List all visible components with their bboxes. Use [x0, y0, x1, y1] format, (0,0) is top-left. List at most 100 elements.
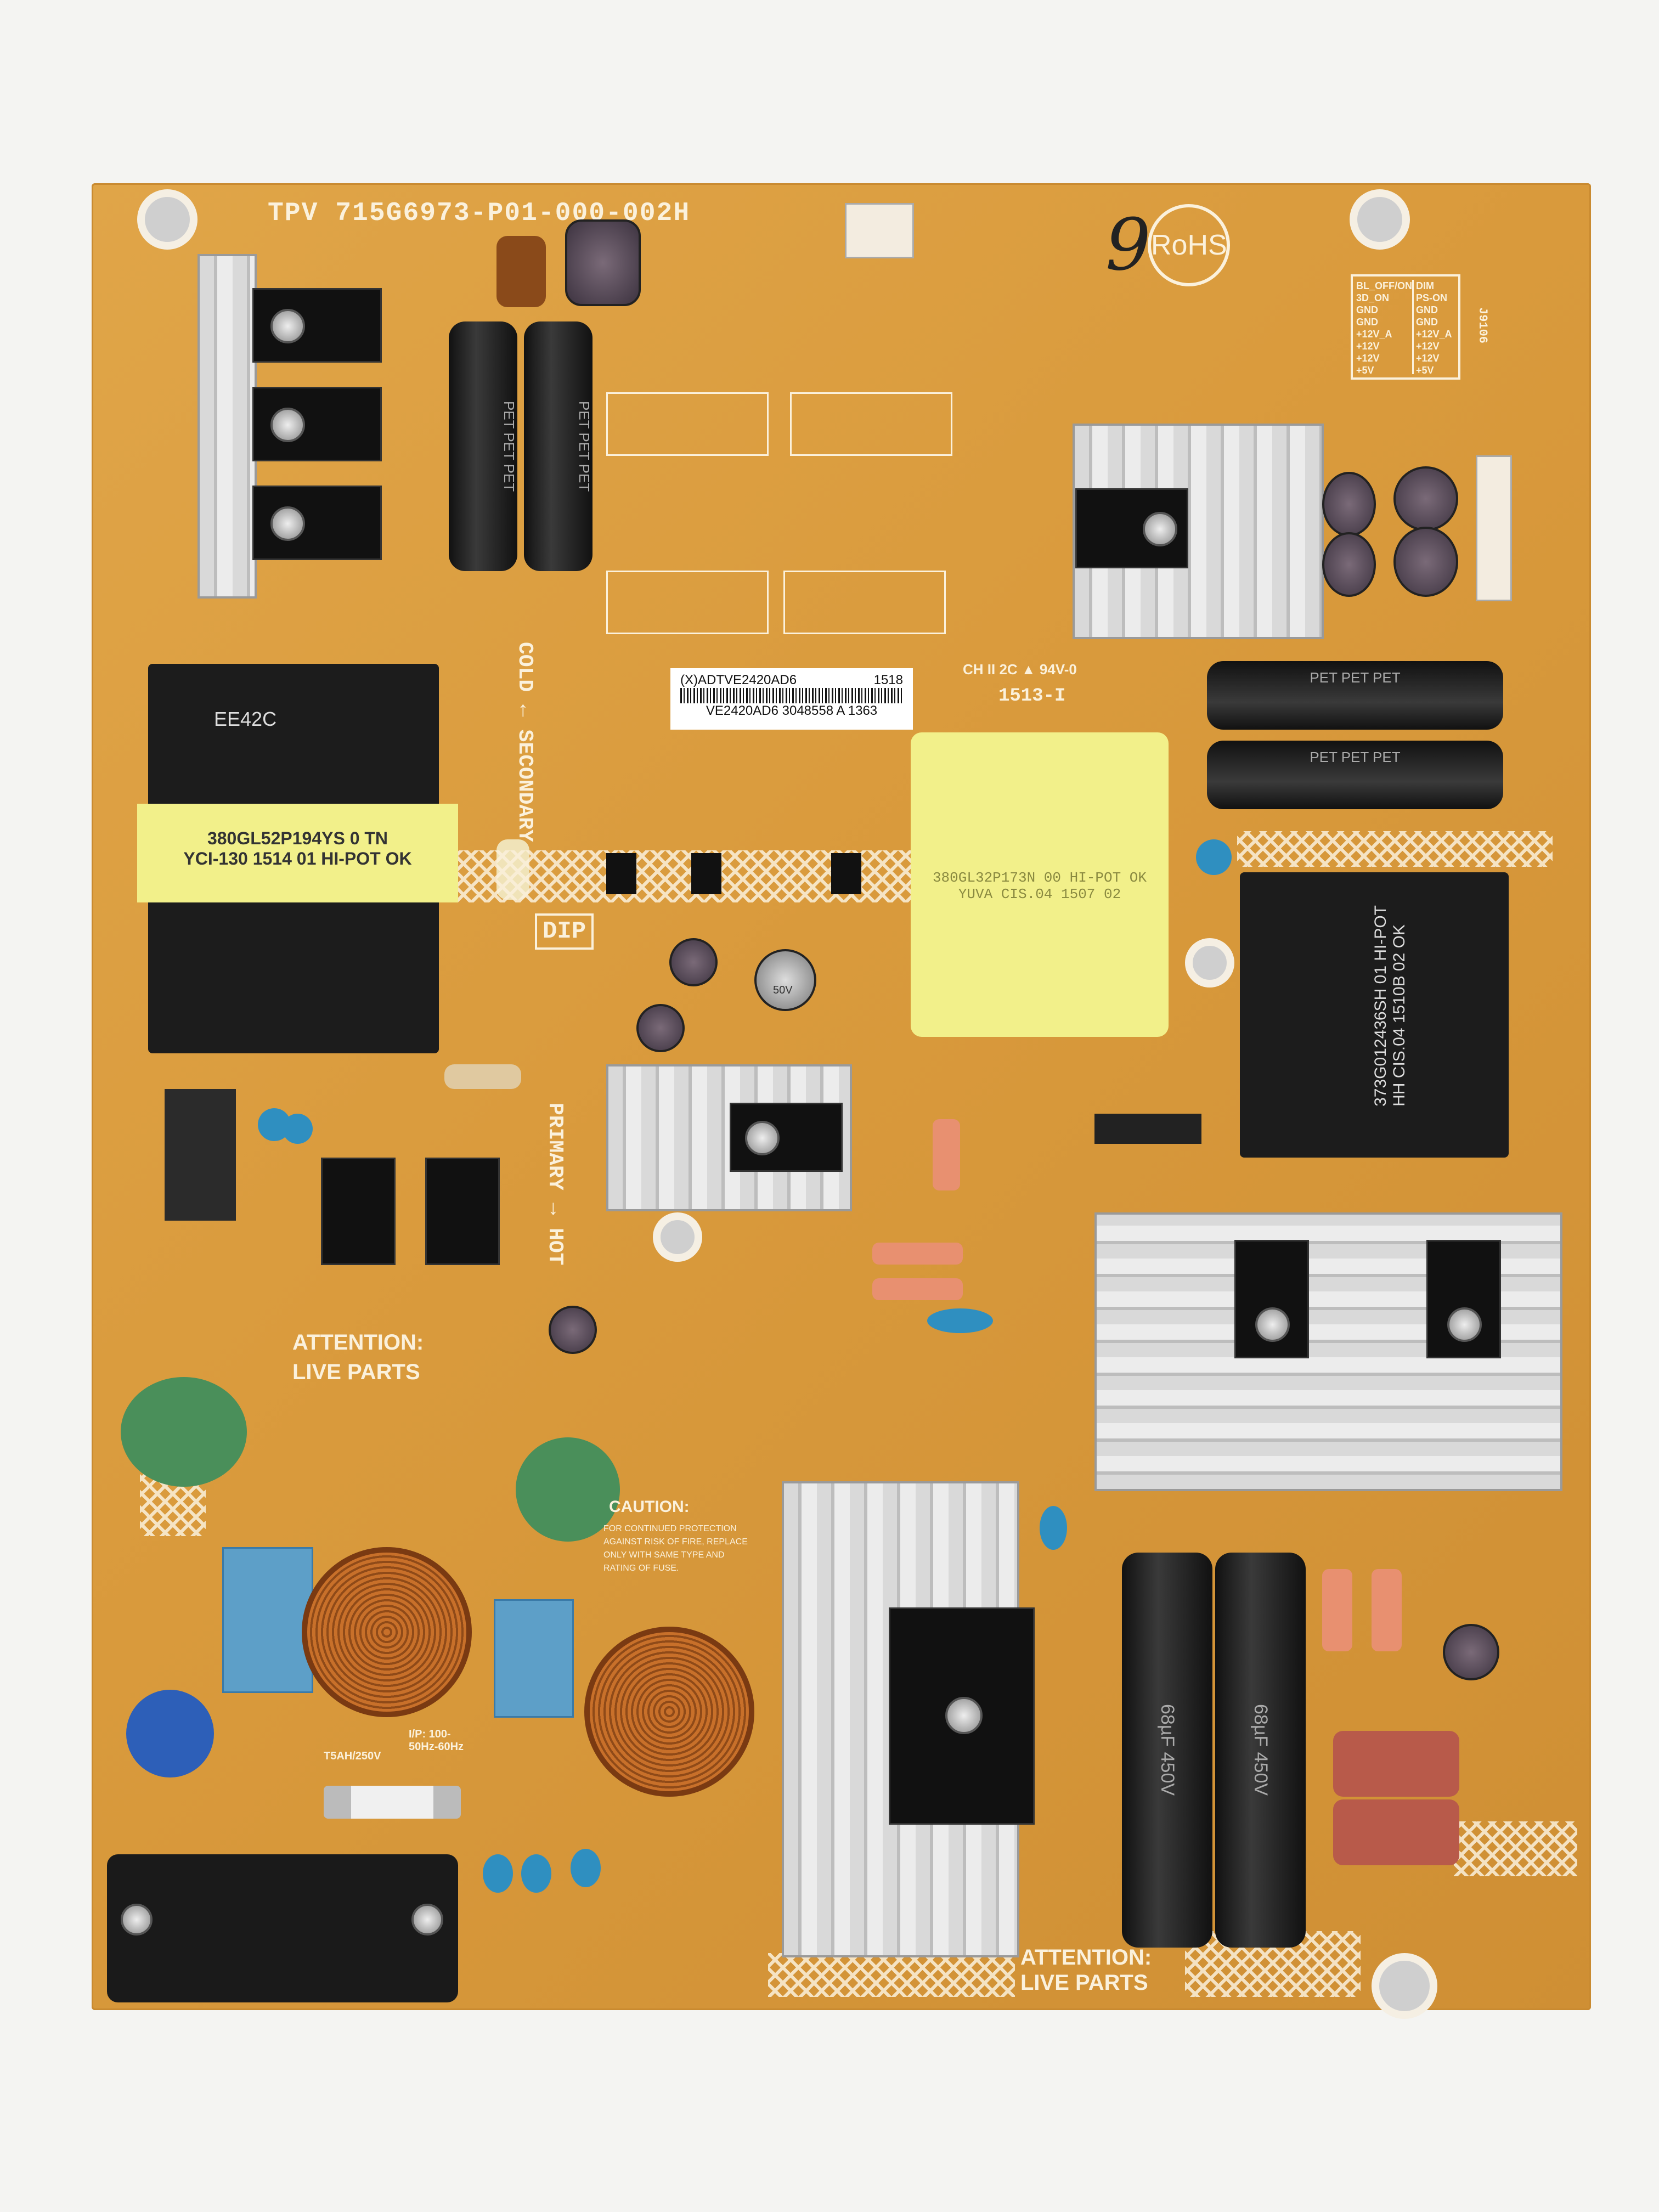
pin-label: +12V_A [1356, 329, 1392, 340]
component-outline [783, 571, 946, 634]
ceramic-capacitor [521, 1854, 551, 1893]
capacitor [1322, 532, 1376, 597]
connector-header [845, 203, 914, 258]
resistor [872, 1278, 963, 1300]
transformer-label: 373G012436SH 01 HI-POT HH CIS.04 1510B 0… [1372, 905, 1409, 1107]
toroid-inductor [584, 1627, 754, 1797]
capacitor [1393, 466, 1458, 531]
pin-label: GND [1356, 304, 1378, 315]
caution-text: FOR CONTINUED PROTECTION AGAINST RISK OF… [603, 1524, 748, 1573]
attention-live-parts-label: ATTENTION: LIVE PARTS [1020, 1945, 1152, 1995]
ceramic-capacitor [1040, 1506, 1067, 1550]
screw-icon [1143, 512, 1177, 546]
thermistor [516, 1437, 620, 1542]
transformer-core-label: EE42C [214, 708, 277, 730]
dip-arrow-label: DIP [535, 913, 594, 950]
capacitor [669, 938, 718, 986]
optocoupler [831, 853, 861, 894]
transformer-label-line: YCI-130 1514 01 HI-POT OK [183, 849, 412, 868]
ceramic-capacitor [283, 1114, 313, 1144]
input-rating-label: I/P: 100- 50Hz-60Hz [409, 1728, 464, 1753]
pin-label: DIM [1416, 280, 1434, 291]
resistor [444, 1064, 521, 1089]
connector-header [1476, 455, 1512, 601]
capacitor [636, 1004, 685, 1052]
transistor [1075, 488, 1188, 568]
pin-label: PS-ON [1416, 292, 1448, 303]
ceramic-capacitor [927, 1308, 993, 1333]
transformer-label-line: HH CIS.04 1510B 02 OK [1390, 924, 1408, 1107]
thermistor [121, 1377, 247, 1487]
screw-icon [945, 1697, 983, 1734]
resistor [1322, 1569, 1352, 1651]
fuse [324, 1786, 461, 1819]
ac-power-inlet [107, 1854, 458, 2002]
transistor [252, 486, 382, 560]
pin-label: +12V [1356, 341, 1380, 352]
pin-label: GND [1356, 317, 1378, 328]
transistor [1426, 1240, 1501, 1358]
capacitor [565, 219, 641, 306]
pin-label: GND [1416, 317, 1438, 328]
transformer-label-line: YUVA CIS.04 1507 02 [958, 886, 1121, 902]
film-capacitor [1333, 1799, 1459, 1865]
varistor [126, 1690, 214, 1778]
bulk-capacitor: 68µF 450V [1122, 1553, 1212, 1948]
pin-label: +12V_A [1416, 329, 1452, 340]
toroid-inductor [302, 1547, 472, 1717]
pin-label: +12V [1416, 341, 1440, 352]
transistor [252, 387, 382, 461]
capacitor: 50V [754, 949, 816, 1011]
capacitor [1443, 1624, 1499, 1680]
transformer: 373G012436SH 01 HI-POT HH CIS.04 1510B 0… [1240, 872, 1509, 1158]
inductor [496, 236, 546, 307]
component-module [1094, 1114, 1201, 1144]
pin-label: GND [1416, 304, 1438, 315]
sticker-part-number: (X)ADTVE2420AD6 [680, 673, 797, 687]
date-code: 1513-I [998, 686, 1066, 707]
attention-live-parts-label: ATTENTION: LIVE PARTS [292, 1330, 424, 1384]
isolation-hatch [1454, 1821, 1577, 1876]
resistor [933, 1119, 960, 1190]
x-capacitor [494, 1599, 574, 1718]
pin-label: 3D_ON [1356, 292, 1390, 303]
pin-label: +12V [1416, 353, 1440, 364]
transistor [730, 1103, 843, 1172]
mounting-hole [1185, 938, 1234, 988]
bridge-rectifier [165, 1089, 236, 1221]
transformer-label-line: 380GL52P194YS 0 TN [207, 828, 388, 848]
heatsink [198, 254, 257, 599]
isolation-hatch [768, 1953, 1015, 1997]
screw-icon [270, 408, 305, 442]
transformer-label-line: 380GL32P173N 00 HI-POT OK [932, 870, 1147, 886]
barcode-sticker: (X)ADTVE2420AD6 1518 VE2420AD6 3048558 A… [670, 668, 913, 730]
screw-icon [270, 309, 305, 343]
transformer: 380GL32P173N 00 HI-POT OK YUVA CIS.04 15… [911, 732, 1169, 1037]
mounting-hole [1372, 1953, 1437, 2019]
optocoupler [691, 853, 721, 894]
optocoupler [606, 853, 636, 894]
pinout-right-column: DIM PS-ON GND GND +12V_A +12V +12V +5V [1414, 280, 1455, 376]
transformer-label: 380GL52P194YS 0 TN YCI-130 1514 01 HI-PO… [137, 804, 458, 902]
sticker-serial: VE2420AD6 3048558 A 1363 [706, 703, 878, 718]
electrolytic-capacitor: PET PET PET [449, 321, 517, 571]
transistor [252, 288, 382, 363]
capacitor [1393, 527, 1458, 597]
transistor [425, 1158, 500, 1265]
handwritten-mark: 9 [1105, 203, 1151, 286]
transformer-label-line: 373G012436SH 01 HI-POT [1372, 905, 1390, 1107]
x-capacitor [222, 1547, 313, 1693]
bridge-rectifier [889, 1607, 1035, 1825]
film-capacitor [1333, 1731, 1459, 1797]
screw-icon [745, 1121, 780, 1155]
barcode [680, 688, 903, 703]
electrolytic-capacitor: PET PET PET [524, 321, 592, 571]
screw-icon [411, 1904, 443, 1936]
mounting-hole [137, 189, 198, 250]
caution-title: CAUTION: [609, 1498, 690, 1516]
screw-icon [270, 506, 305, 541]
pin-label: +5V [1416, 365, 1434, 376]
pinout-left-column: BL_OFF/ON 3D_ON GND GND +12V_A +12V +12V… [1356, 280, 1414, 376]
ceramic-capacitor [571, 1849, 601, 1887]
ul-certification-mark: CH II 2C ▲ 94V-0 [963, 661, 1077, 678]
